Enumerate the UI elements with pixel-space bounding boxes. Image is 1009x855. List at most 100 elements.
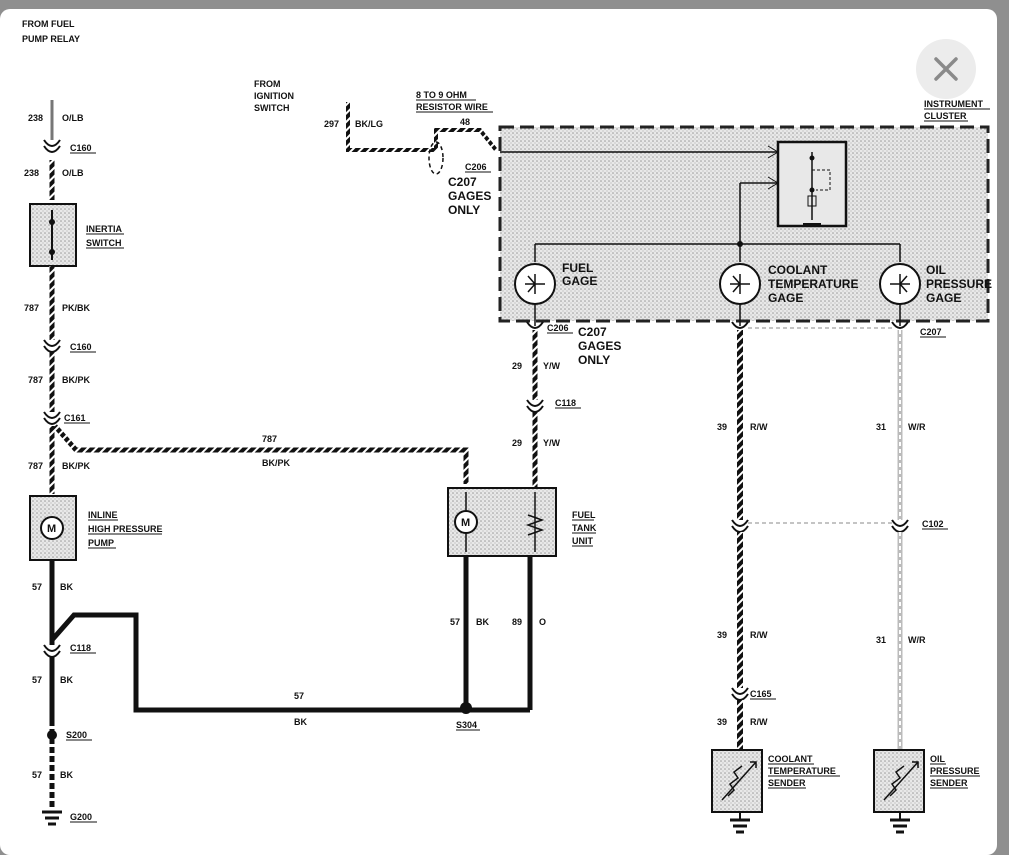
resistor-ohm-label: 8 TO 9 OHM — [416, 90, 467, 100]
oil-sender-box — [873, 749, 925, 813]
wire-number: 39 — [717, 717, 727, 727]
coolant-sender-box — [711, 749, 763, 813]
wire-color: O/LB — [62, 168, 84, 178]
c207-label: C207 — [448, 175, 477, 189]
fuel-gage-label: FUEL — [562, 261, 593, 275]
oil-sender-label: SENDER — [930, 778, 968, 788]
connector-c118b-icon — [526, 399, 544, 413]
wire-number: 787 — [24, 303, 39, 313]
close-button[interactable] — [916, 39, 976, 99]
wire-number: 57 — [32, 675, 42, 685]
image-card: FROM FUEL PUMP RELAY FROM IGNITION SWITC… — [0, 9, 997, 855]
wire-number: 238 — [24, 168, 39, 178]
wire-color: R/W — [750, 422, 768, 432]
resistor-wire — [434, 128, 498, 152]
splice-s304-icon — [460, 702, 472, 714]
splice-label: S200 — [66, 730, 87, 740]
connector-label: C118 — [555, 398, 576, 408]
ground-g200-icon — [42, 810, 62, 826]
connector-label: C118 — [70, 643, 91, 653]
wire-number: 39 — [717, 422, 727, 432]
wire-color: BK/PK — [262, 458, 291, 468]
fuel-gage-label: GAGE — [562, 274, 597, 288]
wire-color: R/W — [750, 717, 768, 727]
oil-gage-label: PRESSURE — [926, 277, 992, 291]
gages-label: GAGES — [448, 189, 491, 203]
only-label: ONLY — [448, 203, 480, 217]
instrument-label: INSTRUMENT — [924, 99, 983, 109]
wire-number: 57 — [450, 617, 460, 627]
close-icon — [934, 57, 958, 81]
wire-color: BK — [60, 770, 73, 780]
only-label: ONLY — [578, 353, 610, 367]
wire-number: 48 — [460, 117, 470, 127]
wire-color: Y/W — [543, 438, 561, 448]
wire-number: 238 — [28, 113, 43, 123]
wire-number: 57 — [294, 691, 304, 701]
connector-c160b-icon — [43, 339, 61, 353]
connector-label: C206 — [465, 162, 487, 172]
wire-color: O/LB — [62, 113, 84, 123]
wire-color: R/W — [750, 630, 768, 640]
wire-color: Y/W — [543, 361, 561, 371]
fuel-pump-motor-icon — [454, 510, 478, 534]
oil-gage-label: OIL — [926, 263, 946, 277]
wire-number: 297 — [324, 119, 339, 129]
connector-label: C160 — [70, 342, 92, 352]
wire-number: 57 — [32, 582, 42, 592]
fuel-tank-label: FUEL — [572, 510, 596, 520]
fuel-gage-icon — [514, 263, 556, 305]
oil-sender-label: PRESSURE — [930, 766, 980, 776]
pump-label: PUMP — [88, 538, 114, 548]
ignition-label: IGNITION — [254, 91, 294, 101]
connector-label: C160 — [70, 143, 92, 153]
coolant-gage-label: TEMPERATURE — [768, 277, 858, 291]
connector-label: C102 — [922, 519, 944, 529]
coolant-sender-label: SENDER — [768, 778, 806, 788]
ground-oil-icon — [890, 812, 910, 834]
coolant-gage-label: COOLANT — [768, 263, 828, 277]
wire-number: 787 — [262, 434, 277, 444]
connector-label: C206 — [547, 323, 569, 333]
fuel-tank-label: UNIT — [572, 536, 593, 546]
motor-icon — [40, 516, 64, 540]
wire-57-ground-run — [50, 612, 530, 713]
connector-c118-icon — [43, 644, 61, 658]
wire-number: 787 — [28, 375, 43, 385]
sender-resistor-icon — [525, 514, 545, 536]
coolant-sender-label: TEMPERATURE — [768, 766, 836, 776]
wire-color: W/R — [908, 635, 926, 645]
resistor-wire-label: RESISTOR WIRE — [416, 102, 488, 112]
coolant-gage-label: GAGE — [768, 291, 803, 305]
switch-label: SWITCH — [254, 103, 290, 113]
oil-gage-icon — [879, 263, 921, 305]
wire-color: PK/BK — [62, 303, 91, 313]
cluster-label: CLUSTER — [924, 111, 967, 121]
wire-color: BK — [60, 582, 73, 592]
wire-297 — [346, 102, 436, 152]
connector-c102-icon — [891, 519, 909, 533]
wire-color: O — [539, 617, 546, 627]
wiring-diagram: FROM FUEL PUMP RELAY FROM IGNITION SWITC… — [22, 19, 992, 834]
wire-number: 29 — [512, 361, 522, 371]
inline-label: INLINE — [88, 510, 118, 520]
wire-number: 89 — [512, 617, 522, 627]
connector-c161-icon — [43, 411, 61, 425]
ground-coolant-icon — [730, 812, 750, 834]
wire-color: BK — [476, 617, 489, 627]
inertia-switch-label: SWITCH — [86, 238, 122, 248]
connector-c160-icon — [43, 139, 61, 153]
oil-sender-label: OIL — [930, 754, 946, 764]
wire-number: 39 — [717, 630, 727, 640]
coolant-gage-icon — [719, 263, 761, 305]
wire-color: BK/PK — [62, 461, 91, 471]
variable-resistor-icon — [883, 761, 919, 801]
wire-number: 31 — [876, 422, 886, 432]
from-fuel-label: FROM FUEL — [22, 19, 75, 29]
wire-number: 787 — [28, 461, 43, 471]
gages-label: GAGES — [578, 339, 621, 353]
ground-label: G200 — [70, 812, 92, 822]
connector-label: C165 — [750, 689, 772, 699]
coolant-sender-label: COOLANT — [768, 754, 813, 764]
